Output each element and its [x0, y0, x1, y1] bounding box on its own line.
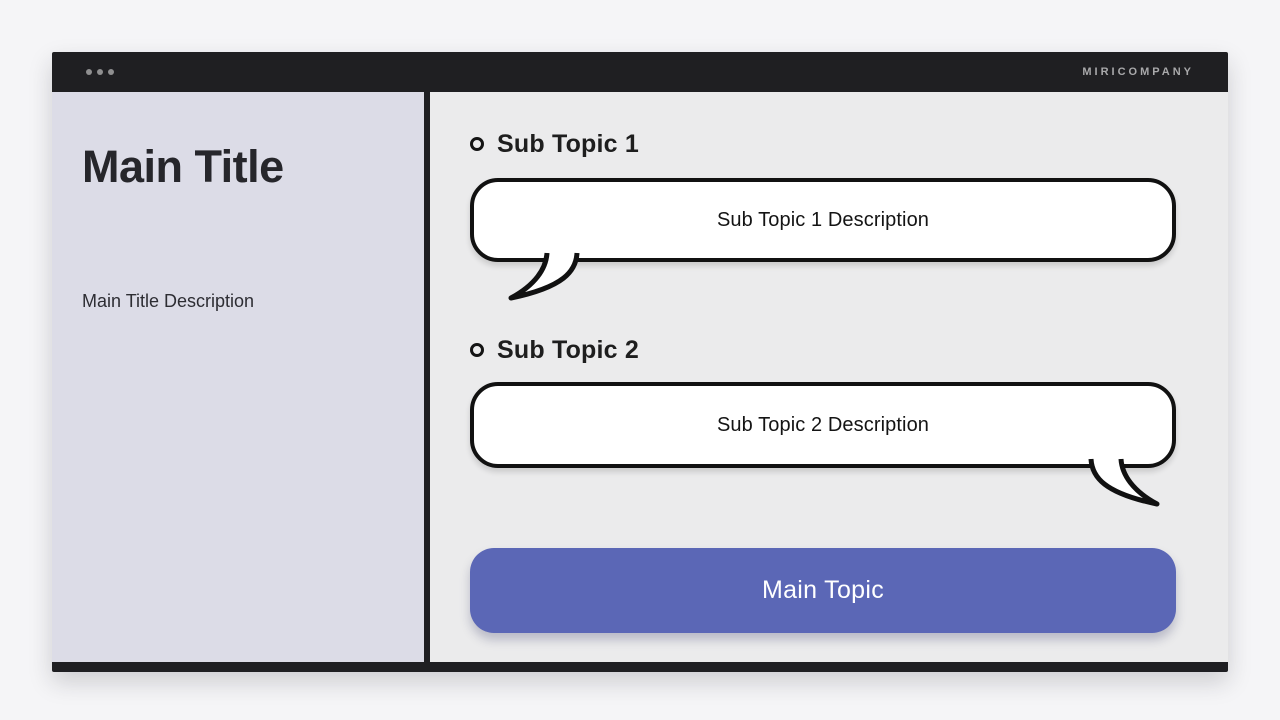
circle-outline-icon	[470, 137, 484, 151]
sub-topic-2-bubble: Sub Topic 2 Description	[470, 382, 1176, 507]
dot-icon	[108, 69, 114, 75]
brand-label: MIRICOMPANY	[1082, 66, 1194, 78]
circle-outline-icon	[470, 343, 484, 357]
main-topic-label: Main Topic	[761, 576, 885, 604]
sub-topic-1-heading: Sub Topic 1	[470, 129, 639, 159]
speech-tail-right	[1088, 458, 1160, 507]
sub-topic-2-description: Sub Topic 2 Description	[716, 413, 930, 436]
main-topic-button[interactable]: Main Topic	[470, 548, 1176, 633]
sub-topic-1-bubble: Sub Topic 1 Description	[470, 178, 1176, 301]
main-panel: Sub Topic 1 Sub Topic 1 Description Sub …	[430, 92, 1228, 662]
sub-topic-1-description: Sub Topic 1 Description	[716, 208, 930, 231]
main-title: Main Title	[82, 141, 284, 192]
window-content: Main Title Main Title Description Sub To…	[52, 92, 1228, 662]
window-titlebar: MIRICOMPANY	[52, 52, 1228, 92]
ellipsis-menu-icon[interactable]	[86, 69, 114, 75]
sub-topic-2-label: Sub Topic 2	[497, 335, 640, 364]
sub-topic-2-heading: Sub Topic 2	[470, 335, 639, 365]
main-title-description: Main Title Description	[82, 291, 255, 311]
app-window: MIRICOMPANY Main Title Main Title Descri…	[52, 52, 1228, 672]
sub-topic-1-label: Sub Topic 1	[497, 129, 640, 158]
dot-icon	[97, 69, 103, 75]
sidebar: Main Title Main Title Description	[52, 92, 424, 662]
speech-tail-left	[508, 252, 580, 301]
dot-icon	[86, 69, 92, 75]
